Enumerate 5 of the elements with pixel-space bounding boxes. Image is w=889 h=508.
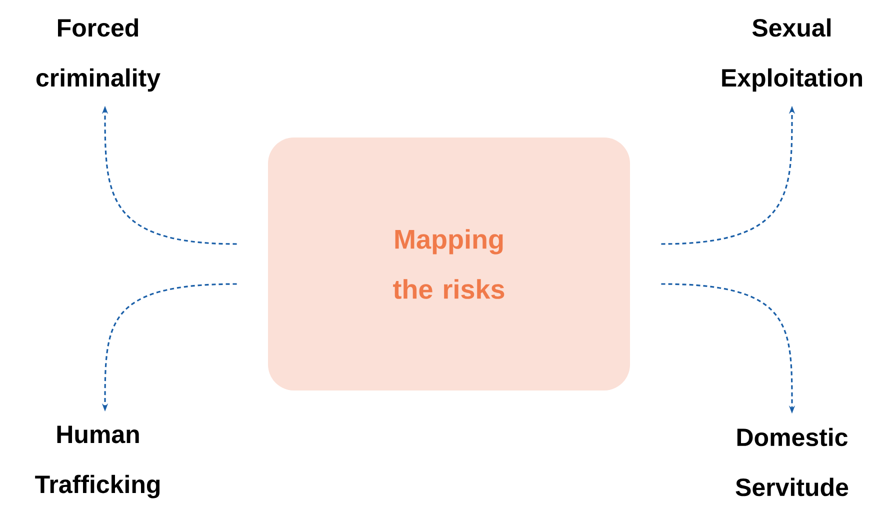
category-label: Human Trafficking xyxy=(35,426,160,498)
center-box: Mapping the risks xyxy=(268,138,630,390)
category-label: Domestic Servitude xyxy=(736,428,848,496)
category-label: Forced criminality xyxy=(36,18,160,92)
category-label: Sexual Exploitation xyxy=(722,18,862,92)
